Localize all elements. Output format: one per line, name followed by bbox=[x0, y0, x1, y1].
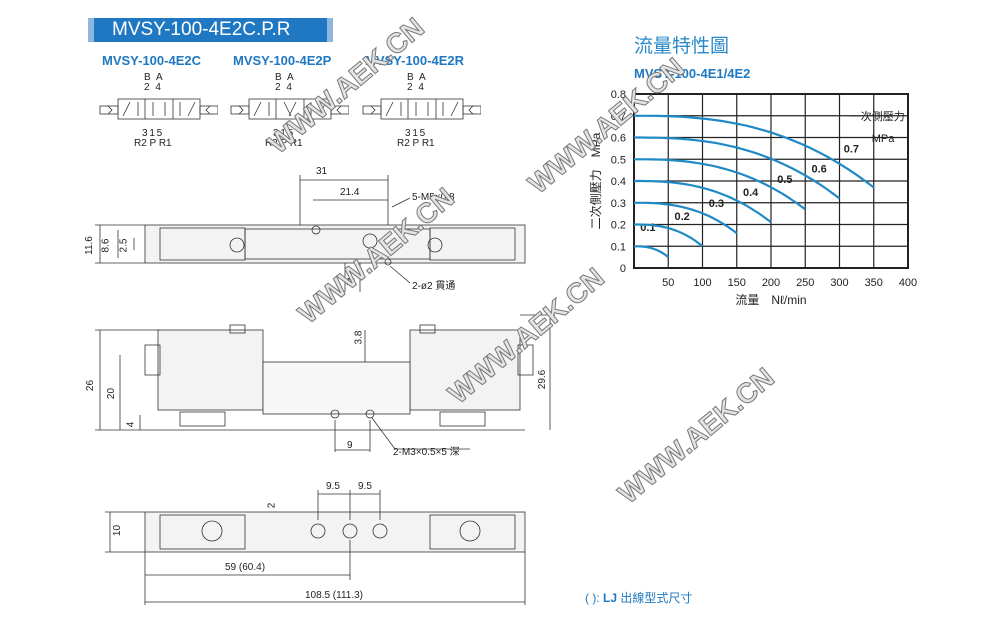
y-axis-label: 二次側壓力 MPa bbox=[589, 132, 603, 229]
dim-11: 11 bbox=[346, 277, 357, 288]
series-label: 0.7 bbox=[844, 144, 859, 156]
y-tick-label: 0 bbox=[620, 263, 626, 275]
series-label: 0.3 bbox=[709, 198, 724, 210]
unit-label: MPa bbox=[872, 133, 896, 145]
valve-symbol-graphic bbox=[99, 98, 218, 120]
valve-symbol-graphic bbox=[230, 98, 349, 120]
x-tick-label: 250 bbox=[796, 277, 814, 289]
port-top-numbers: 2 4 bbox=[407, 82, 424, 93]
dim-21-4: 21.4 bbox=[340, 187, 360, 198]
series-label: 0.4 bbox=[743, 187, 759, 199]
series-label: 0.6 bbox=[812, 163, 827, 175]
port-top-numbers: 2 4 bbox=[275, 82, 292, 93]
series-line-0.4 bbox=[634, 179, 772, 224]
series-line-0.5 bbox=[634, 158, 806, 211]
y-tick-label: 0.5 bbox=[611, 154, 626, 166]
port-bottom-labels: R2 P R1 bbox=[265, 138, 303, 149]
chart-title: 流量特性圖 bbox=[634, 36, 730, 57]
x-tick-label: 150 bbox=[728, 277, 746, 289]
dim-hole: 2-ø2 貫通 bbox=[412, 281, 456, 292]
y-tick-label: 0.4 bbox=[611, 176, 626, 188]
port-a: A bbox=[419, 72, 426, 83]
front-view bbox=[95, 314, 555, 452]
valve-symbol-graphic bbox=[362, 98, 481, 120]
x-axis-label: 流量 Nℓ/min bbox=[735, 293, 806, 307]
dim-m3: 2-M3×0.5×5 深 bbox=[393, 447, 460, 458]
x-tick-label: 100 bbox=[693, 277, 711, 289]
series-line-0.6 bbox=[634, 136, 841, 200]
port-bottom-labels: R2 P R1 bbox=[397, 138, 435, 149]
x-tick-label: 300 bbox=[830, 277, 848, 289]
legend-title: 一次側壓力 bbox=[850, 109, 905, 123]
dim-5-m5: 5-M5×0.8 bbox=[412, 192, 455, 203]
model-banner: MVSY-100-4E2C.P.R bbox=[88, 18, 333, 42]
valve-symbol-1: B A 2 4 3 1 5 R2 P R1 bbox=[229, 72, 349, 152]
dim-59: 59 (60.4) bbox=[225, 562, 266, 573]
port-bottom-numbers: 3 1 5 bbox=[142, 128, 162, 139]
series-label: 0.5 bbox=[777, 174, 792, 186]
footnote-text: 出線型式尺寸 bbox=[620, 591, 693, 605]
y-tick-label: 0.7 bbox=[611, 111, 626, 123]
series-line-0.7 bbox=[634, 114, 875, 189]
valve-symbol-2: B A 2 4 3 1 5 R2 P R1 bbox=[361, 72, 481, 152]
port-bottom-labels: R2 P R1 bbox=[134, 138, 172, 149]
series-line-0.3 bbox=[634, 201, 738, 235]
port-b: B bbox=[144, 72, 151, 83]
footnote-lj: LJ bbox=[603, 591, 618, 605]
footnote: ( ): LJ 出線型式尺寸 bbox=[585, 589, 692, 606]
x-tick-label: 200 bbox=[762, 277, 780, 289]
chart-subtitle: MVSY-100-4E1/4E2 bbox=[634, 66, 751, 81]
y-tick-label: 0.1 bbox=[611, 241, 626, 253]
port-a: A bbox=[156, 72, 163, 83]
series-line-0.1 bbox=[634, 245, 669, 258]
port-bottom-numbers: 3 1 5 bbox=[405, 128, 425, 139]
port-top-numbers: 2 4 bbox=[144, 82, 161, 93]
valve-symbol-0: B A 2 4 3 1 5 R2 P R1 bbox=[98, 72, 218, 152]
model-title-p: MVSY-100-4E2P bbox=[233, 53, 332, 68]
dim-pitch-2: 9.5 bbox=[358, 481, 372, 492]
model-title-c: MVSY-100-4E2C bbox=[102, 53, 201, 68]
bottom-view bbox=[105, 490, 526, 605]
dim-108-5: 108.5 (111.3) bbox=[305, 590, 364, 601]
footnote-paren: ( ): bbox=[585, 591, 600, 605]
y-tick-label: 0.2 bbox=[611, 220, 626, 232]
dim-pitch-1: 9.5 bbox=[326, 481, 340, 492]
series-label: 0.2 bbox=[675, 211, 690, 223]
x-tick-label: 350 bbox=[865, 277, 883, 289]
y-tick-label: 0.3 bbox=[611, 198, 626, 210]
port-a: A bbox=[287, 72, 294, 83]
dim-31: 31 bbox=[316, 166, 328, 177]
port-bottom-numbers: 3 1 5 bbox=[273, 128, 293, 139]
x-tick-label: 50 bbox=[662, 277, 674, 289]
dim-9: 9 bbox=[347, 440, 353, 451]
y-tick-label: 0.8 bbox=[611, 89, 626, 101]
x-tick-label: 400 bbox=[899, 277, 917, 289]
model-title-r: MVSY-100-4E2R bbox=[365, 53, 464, 68]
series-line-0.2 bbox=[634, 223, 704, 248]
port-b: B bbox=[275, 72, 282, 83]
top-view bbox=[95, 175, 526, 292]
port-b: B bbox=[407, 72, 414, 83]
y-tick-label: 0.6 bbox=[611, 133, 626, 145]
